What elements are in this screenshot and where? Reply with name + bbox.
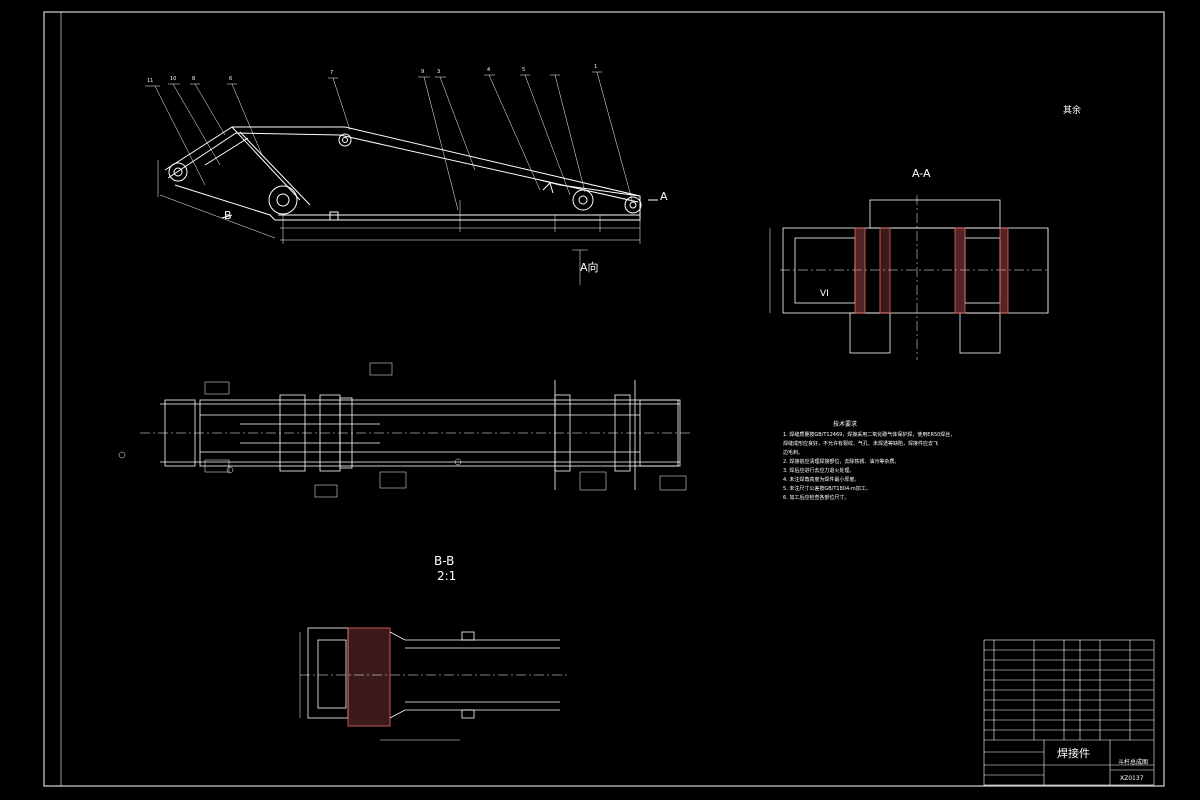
balloon-3: 3 [437,69,441,75]
balloon-11: 11 [147,78,154,84]
technical-note-line: 3. 焊后应进行去应力退火处理。 [783,468,855,474]
title-block-part-name: 焊接件 [1057,747,1090,760]
technical-note-line: 1. 焊缝质量按GB/T12469，焊接采用二氧化碳气体保护焊，使用ER50焊丝… [783,432,956,438]
balloon-10: 10 [170,76,177,82]
inner-border [60,11,1165,787]
title-block-drawing-name: 斗杆总成图 [1118,759,1149,766]
technical-notes-title: 技术要求 [833,421,858,428]
title-block [983,639,1155,786]
section-b-b-view [299,627,570,741]
technical-note-line: 边毛刺。 [783,450,804,456]
technical-note-line: 4. 未注焊角高度为焊件最小厚度。 [783,477,860,483]
balloon-4: 4 [487,67,491,73]
section-b-b-title: B-B [434,554,455,568]
arm-plan-view [118,362,690,498]
technical-note-line: 5. 未注尺寸公差按GB/T1804-m加工。 [783,486,871,492]
balloon-5: 5 [522,67,526,73]
roughness-note: 其余 [1063,106,1082,116]
balloon-9: 9 [421,69,425,75]
view-marker-b: B [224,209,232,222]
arm-elevation-view [145,71,658,285]
section-a-a-title: A-A [912,167,931,180]
balloon-7: 7 [330,70,334,76]
technical-note-line: 2. 焊接前应清理焊接部位，去除铁锈、油污等杂质。 [783,459,900,465]
section-b-b-scale: 2:1 [437,569,457,583]
view-marker-vi: VI [820,289,829,299]
section-a-a-view [769,195,1050,360]
balloon-6: 6 [229,76,233,82]
technical-note-line: 焊缝成形应良好，不允许有裂纹、气孔、未焊透等缺陷，焊接件应去飞 [783,441,939,447]
view-a-title: A向 [580,261,599,274]
title-block-code: XZ0137 [1120,775,1144,782]
view-marker-a: A [660,190,668,203]
balloon-1: 1 [594,64,598,70]
balloon-8: 8 [192,76,196,82]
technical-notes: 技术要求 1. 焊缝质量按GB/T12469，焊接采用二氧化碳气体保护焊，使用E… [783,420,1013,503]
technical-note-line: 6. 加工后应检查各部位尺寸。 [783,495,850,501]
